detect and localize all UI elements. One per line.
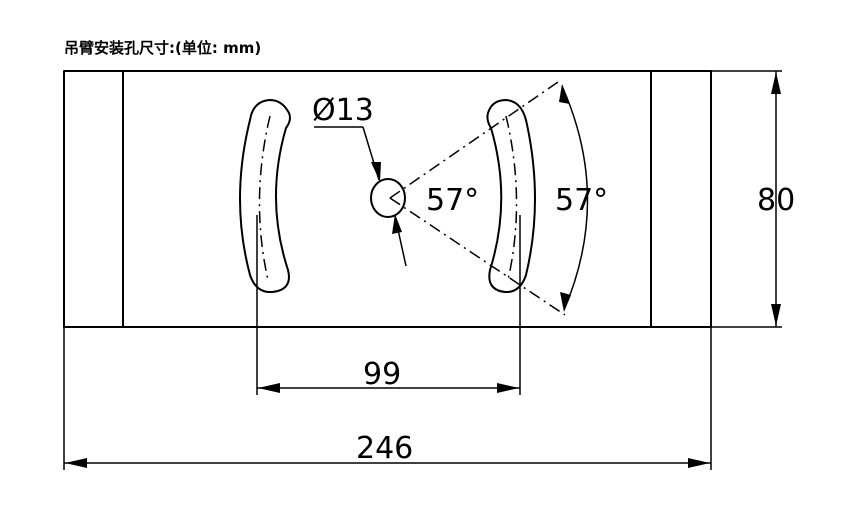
height-arrow-top	[771, 72, 781, 94]
inner-angle-label: 57°	[426, 183, 479, 218]
left-slot-centerline	[258, 115, 271, 281]
diameter-arrow-top	[371, 162, 381, 182]
spacing-arrow-right	[497, 383, 519, 393]
diameter-label: Ø13	[312, 93, 374, 128]
center-hole	[370, 178, 406, 218]
angle-arrow-bottom	[560, 292, 571, 312]
spacing-label: 99	[363, 357, 401, 392]
width-arrow-right	[688, 458, 710, 468]
drawing-title: 吊臂安装孔尺寸:(单位: mm)	[64, 39, 261, 57]
angle-dimension-arc	[561, 85, 589, 311]
right-slot-centerline	[505, 115, 518, 281]
angle-ray-top	[389, 81, 559, 199]
spacing-arrow-left	[258, 383, 280, 393]
width-arrow-left	[65, 458, 87, 468]
angle-arrow-top	[559, 84, 570, 104]
left-slot	[239, 99, 291, 294]
angle-ray-bottom	[389, 197, 566, 316]
height-arrow-bottom	[771, 304, 781, 326]
plate-outline	[63, 70, 712, 328]
height-label: 80	[757, 183, 795, 218]
width-label: 246	[356, 431, 413, 466]
outer-angle-label: 57°	[555, 183, 608, 218]
right-slot	[486, 99, 536, 294]
diameter-arrow-bottom	[392, 214, 402, 234]
